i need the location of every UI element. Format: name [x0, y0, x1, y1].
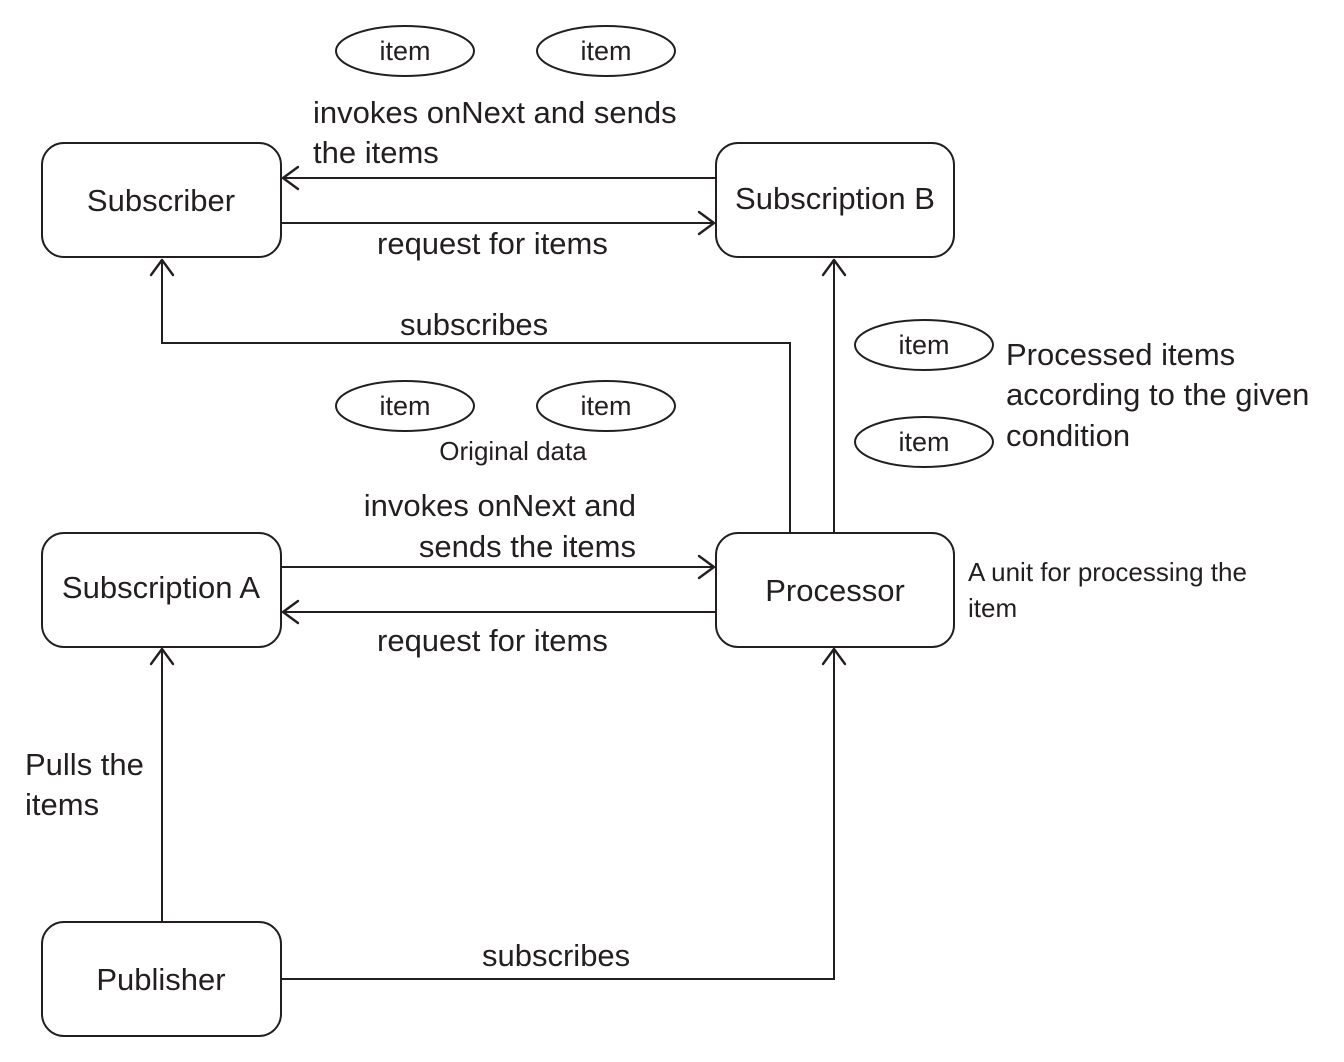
b-to-subscriber-label-line1: invokes onNext and sends — [313, 95, 677, 130]
subscription-a-label: Subscription A — [62, 570, 260, 605]
item-label: item — [580, 36, 631, 66]
subscription-b-node: Subscription B — [715, 142, 955, 258]
item-label: item — [898, 427, 949, 457]
processor-note-line2: item — [968, 593, 1017, 623]
publisher-subscribes-label: subscribes — [482, 938, 630, 973]
processed-items-line3: condition — [1006, 418, 1130, 453]
edge-b-to-subscriber — [281, 165, 716, 191]
publisher-label: Publisher — [96, 962, 225, 997]
item-label: item — [580, 391, 631, 421]
processor-node: Processor — [715, 532, 955, 648]
item-label: item — [379, 36, 430, 66]
edge-processor-subscribes — [149, 258, 791, 533]
subscription-b-label: Subscription B — [735, 181, 935, 216]
pulls-items-line1: Pulls the — [25, 747, 144, 782]
edge-subscriber-request — [282, 210, 716, 236]
item-ellipse: item — [536, 25, 676, 77]
item-ellipse: item — [854, 416, 994, 468]
subscriber-node: Subscriber — [41, 142, 282, 258]
edge-publisher-to-subscription-a — [149, 647, 175, 922]
processor-request-label: request for items — [377, 623, 608, 658]
original-data-label: Original data — [439, 436, 587, 466]
processed-items-line1: Processed items — [1006, 337, 1235, 372]
item-ellipse: item — [854, 319, 994, 371]
subscription-a-node: Subscription A — [41, 532, 282, 648]
edge-a-to-processor — [282, 554, 716, 580]
processor-label: Processor — [765, 573, 905, 608]
item-ellipse: item — [335, 380, 475, 432]
pulls-items-line2: items — [25, 787, 99, 822]
item-ellipse: item — [335, 25, 475, 77]
item-ellipse: item — [536, 380, 676, 432]
processor-subscribes-label: subscribes — [400, 307, 548, 342]
subscriber-label: Subscriber — [87, 183, 235, 218]
edge-processor-to-subscription-b — [821, 258, 847, 533]
processor-note-line1: A unit for processing the — [968, 557, 1247, 587]
processed-items-line2: according to the given — [1006, 377, 1309, 412]
a-to-processor-label-line2: sends the items — [419, 529, 636, 564]
edge-processor-request — [281, 599, 716, 625]
subscriber-request-label: request for items — [377, 226, 608, 261]
item-label: item — [898, 330, 949, 360]
a-to-processor-label-line1: invokes onNext and — [364, 488, 636, 523]
publisher-node: Publisher — [41, 921, 282, 1037]
b-to-subscriber-label-line2: the items — [313, 135, 439, 170]
item-label: item — [379, 391, 430, 421]
edge-publisher-subscribes — [280, 647, 847, 980]
